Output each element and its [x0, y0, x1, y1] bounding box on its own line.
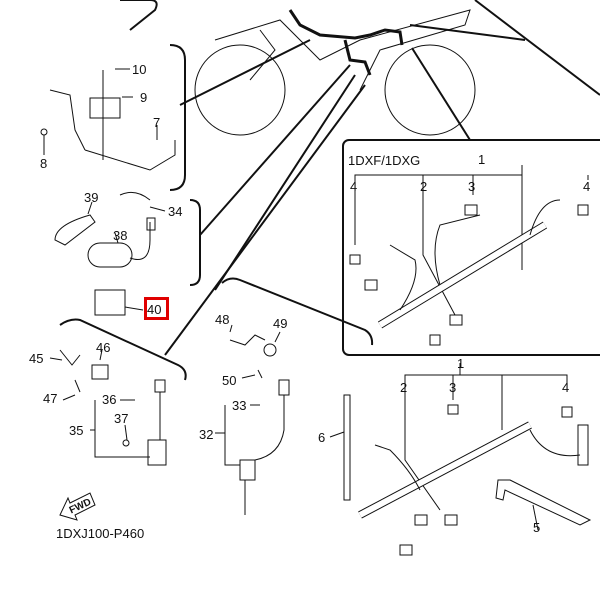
- callout-4-top-right[interactable]: 4: [583, 179, 591, 194]
- bike-harness: [288, 9, 404, 76]
- parts-34-40: [54, 191, 166, 316]
- parts-35-47: [49, 349, 167, 466]
- callout-35[interactable]: 35: [69, 423, 84, 438]
- callout-38[interactable]: 38: [113, 228, 128, 243]
- leader-tree-top: [354, 165, 589, 316]
- callout-34[interactable]: 34: [168, 204, 183, 219]
- leader-tree-bottom: [404, 363, 568, 511]
- harness-top: [349, 199, 589, 346]
- callout-46[interactable]: 46: [96, 340, 111, 355]
- fwd-arrow-icon: [59, 492, 96, 521]
- group-brackets: [59, 0, 374, 381]
- callout-1-bottom[interactable]: 1: [457, 356, 465, 371]
- callout-36[interactable]: 36: [102, 392, 117, 407]
- part-5-guide: [495, 479, 592, 531]
- part-6-cable-tie: [329, 394, 351, 501]
- pointer-lines: [164, 0, 600, 356]
- callout-32[interactable]: 32: [199, 427, 214, 442]
- callout-33[interactable]: 33: [232, 398, 247, 413]
- parts-32-50: [215, 324, 290, 515]
- callout-3-top[interactable]: 3: [468, 179, 476, 194]
- callout-45[interactable]: 45: [29, 351, 44, 366]
- callout-39[interactable]: 39: [84, 190, 99, 205]
- parts-7-10: [40, 68, 176, 171]
- callout-49[interactable]: 49: [273, 316, 288, 331]
- callout-2-bottom[interactable]: 2: [400, 380, 408, 395]
- variant-panel-border: [342, 139, 600, 356]
- harness-bottom: [358, 404, 589, 556]
- callout-4-bottom[interactable]: 4: [562, 380, 570, 395]
- callout-3-bottom[interactable]: 3: [449, 380, 457, 395]
- callout-10[interactable]: 10: [132, 62, 147, 77]
- callout-4-top-left[interactable]: 4: [350, 179, 358, 194]
- variant-label: 1DXF/1DXG: [348, 153, 421, 168]
- callout-40[interactable]: 40: [147, 302, 162, 317]
- callout-2-top[interactable]: 2: [420, 179, 428, 194]
- callout-50[interactable]: 50: [222, 373, 237, 388]
- callout-8[interactable]: 8: [40, 156, 48, 171]
- diagram-code: 1DXJ100-P460: [56, 526, 145, 541]
- callout-48[interactable]: 48: [215, 312, 230, 327]
- callout-47[interactable]: 47: [43, 391, 58, 406]
- callout-6[interactable]: 6: [318, 430, 326, 445]
- callout-9[interactable]: 9: [140, 90, 148, 105]
- highlight-box: [144, 297, 169, 320]
- callout-37[interactable]: 37: [114, 411, 129, 426]
- callout-1-top[interactable]: 1: [478, 152, 486, 167]
- callout-7[interactable]: 7: [153, 115, 161, 130]
- callout-5[interactable]: 5: [533, 520, 541, 535]
